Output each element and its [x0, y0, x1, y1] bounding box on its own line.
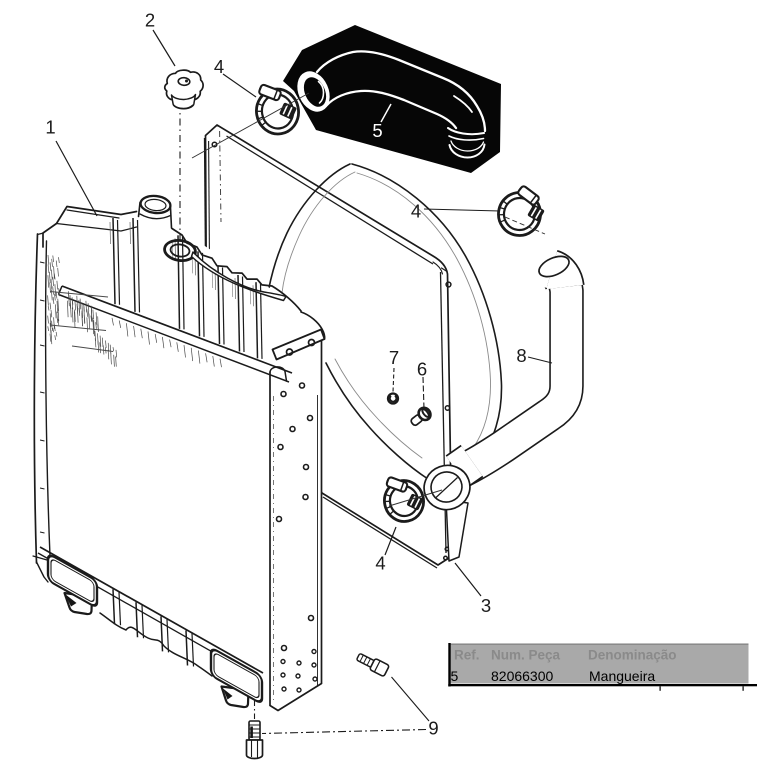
svg-text:1: 1	[45, 117, 55, 138]
svg-text:4: 4	[375, 553, 385, 574]
svg-text:Ref.: Ref.	[454, 648, 480, 663]
svg-text:9: 9	[428, 718, 438, 739]
svg-text:Denominação: Denominação	[588, 648, 677, 663]
svg-text:5: 5	[451, 668, 459, 684]
svg-text:Num. Peça: Num. Peça	[491, 648, 561, 663]
svg-text:6: 6	[417, 359, 427, 380]
svg-text:4: 4	[411, 201, 421, 222]
svg-text:Mangueira: Mangueira	[589, 668, 655, 684]
svg-text:8: 8	[516, 345, 526, 366]
svg-text:5: 5	[372, 120, 382, 141]
svg-text:4: 4	[214, 56, 224, 77]
svg-text:2: 2	[145, 10, 155, 31]
svg-text:7: 7	[389, 347, 399, 368]
svg-text:82066300: 82066300	[491, 668, 554, 684]
svg-text:3: 3	[481, 595, 491, 616]
